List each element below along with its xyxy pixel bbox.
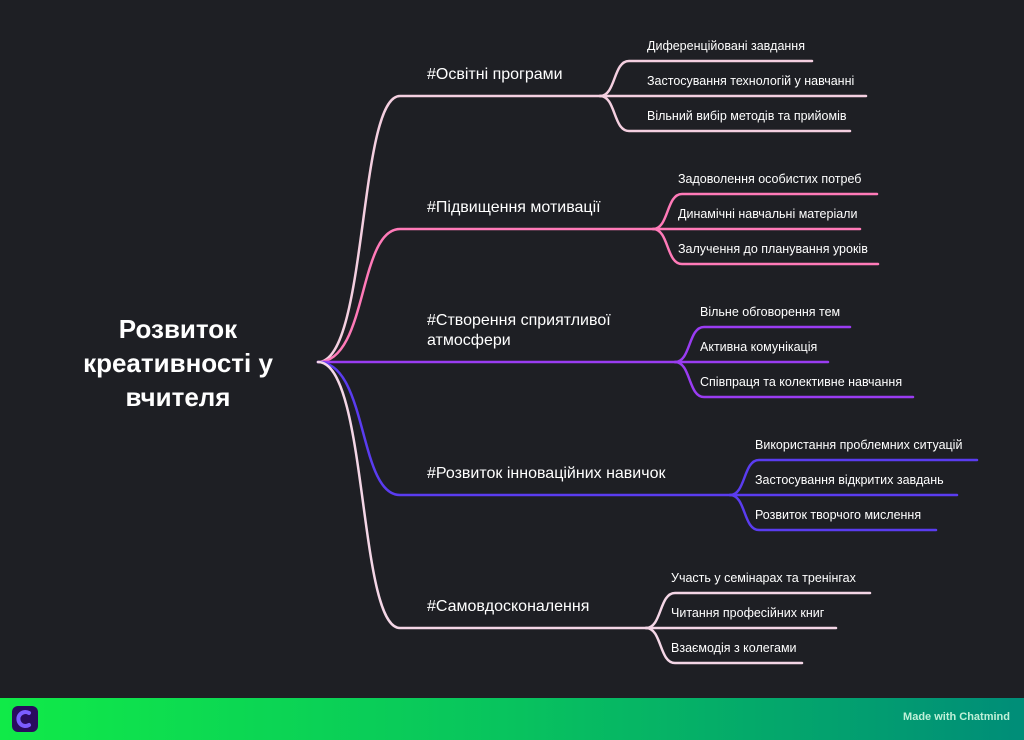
leaf-node[interactable]: Активна комунікація [700, 340, 818, 354]
branch-connector [316, 94, 602, 364]
leaf-node[interactable]: Участь у семінарах та тренінгах [671, 571, 856, 585]
leaf-connector [651, 227, 880, 266]
root-node[interactable]: Розвиток креативності у вчителя [60, 312, 296, 414]
leaf-node[interactable]: Використання проблемних ситуацій [755, 438, 963, 452]
leaf-connector [728, 493, 938, 532]
leaf-node[interactable]: Читання професійних книг [671, 606, 825, 620]
leaf-connector [673, 360, 915, 399]
branch-node[interactable]: #Підвищення мотивації [427, 199, 601, 216]
leaf-node[interactable]: Вільний вибір методів та прийомів [647, 109, 847, 123]
leaf-node[interactable]: Диференційовані завдання [647, 39, 805, 53]
branch-node[interactable]: #Розвиток інноваційних навичок [427, 465, 666, 482]
leaf-node[interactable]: Взаємодія з колегами [671, 641, 797, 655]
branch-connector [316, 360, 732, 497]
leaf-node[interactable]: Задоволення особистих потреб [678, 172, 862, 186]
branch-node[interactable]: #Освітні програми [427, 66, 563, 83]
mindmap-connectors [316, 59, 979, 665]
leaf-node[interactable]: Вільне обговорення тем [700, 305, 841, 319]
leaf-node[interactable]: Динамічні навчальні матеріали [678, 207, 858, 221]
root-line: вчителя [125, 382, 231, 412]
branch-node[interactable]: #Створення сприятливої атмосфери [427, 311, 611, 351]
branch-connector [316, 360, 648, 630]
leaf-node[interactable]: Застосування технологій у навчанні [647, 74, 855, 88]
branch-label-line: #Створення сприятливої [427, 312, 611, 329]
chatmind-logo-icon[interactable] [12, 706, 38, 732]
footer-bar: Made with Chatmind [0, 698, 1024, 740]
leaf-node[interactable]: Залучення до планування уроків [678, 242, 868, 256]
branch-label-line: атмосфери [427, 332, 511, 349]
leaf-connector [644, 626, 804, 665]
made-with-label: Made with Chatmind [903, 711, 1010, 723]
root-line: Розвиток [118, 314, 238, 344]
branch-connector [316, 227, 655, 364]
leaf-node[interactable]: Застосування відкритих завдань [755, 473, 944, 487]
leaf-node[interactable]: Розвиток творчого мислення [755, 508, 922, 522]
leaf-node[interactable]: Співпраця та колективне навчання [700, 375, 903, 389]
root-line: креативності у [83, 348, 273, 378]
leaf-connector [598, 94, 852, 133]
branch-node[interactable]: #Самовдосконалення [427, 598, 590, 615]
